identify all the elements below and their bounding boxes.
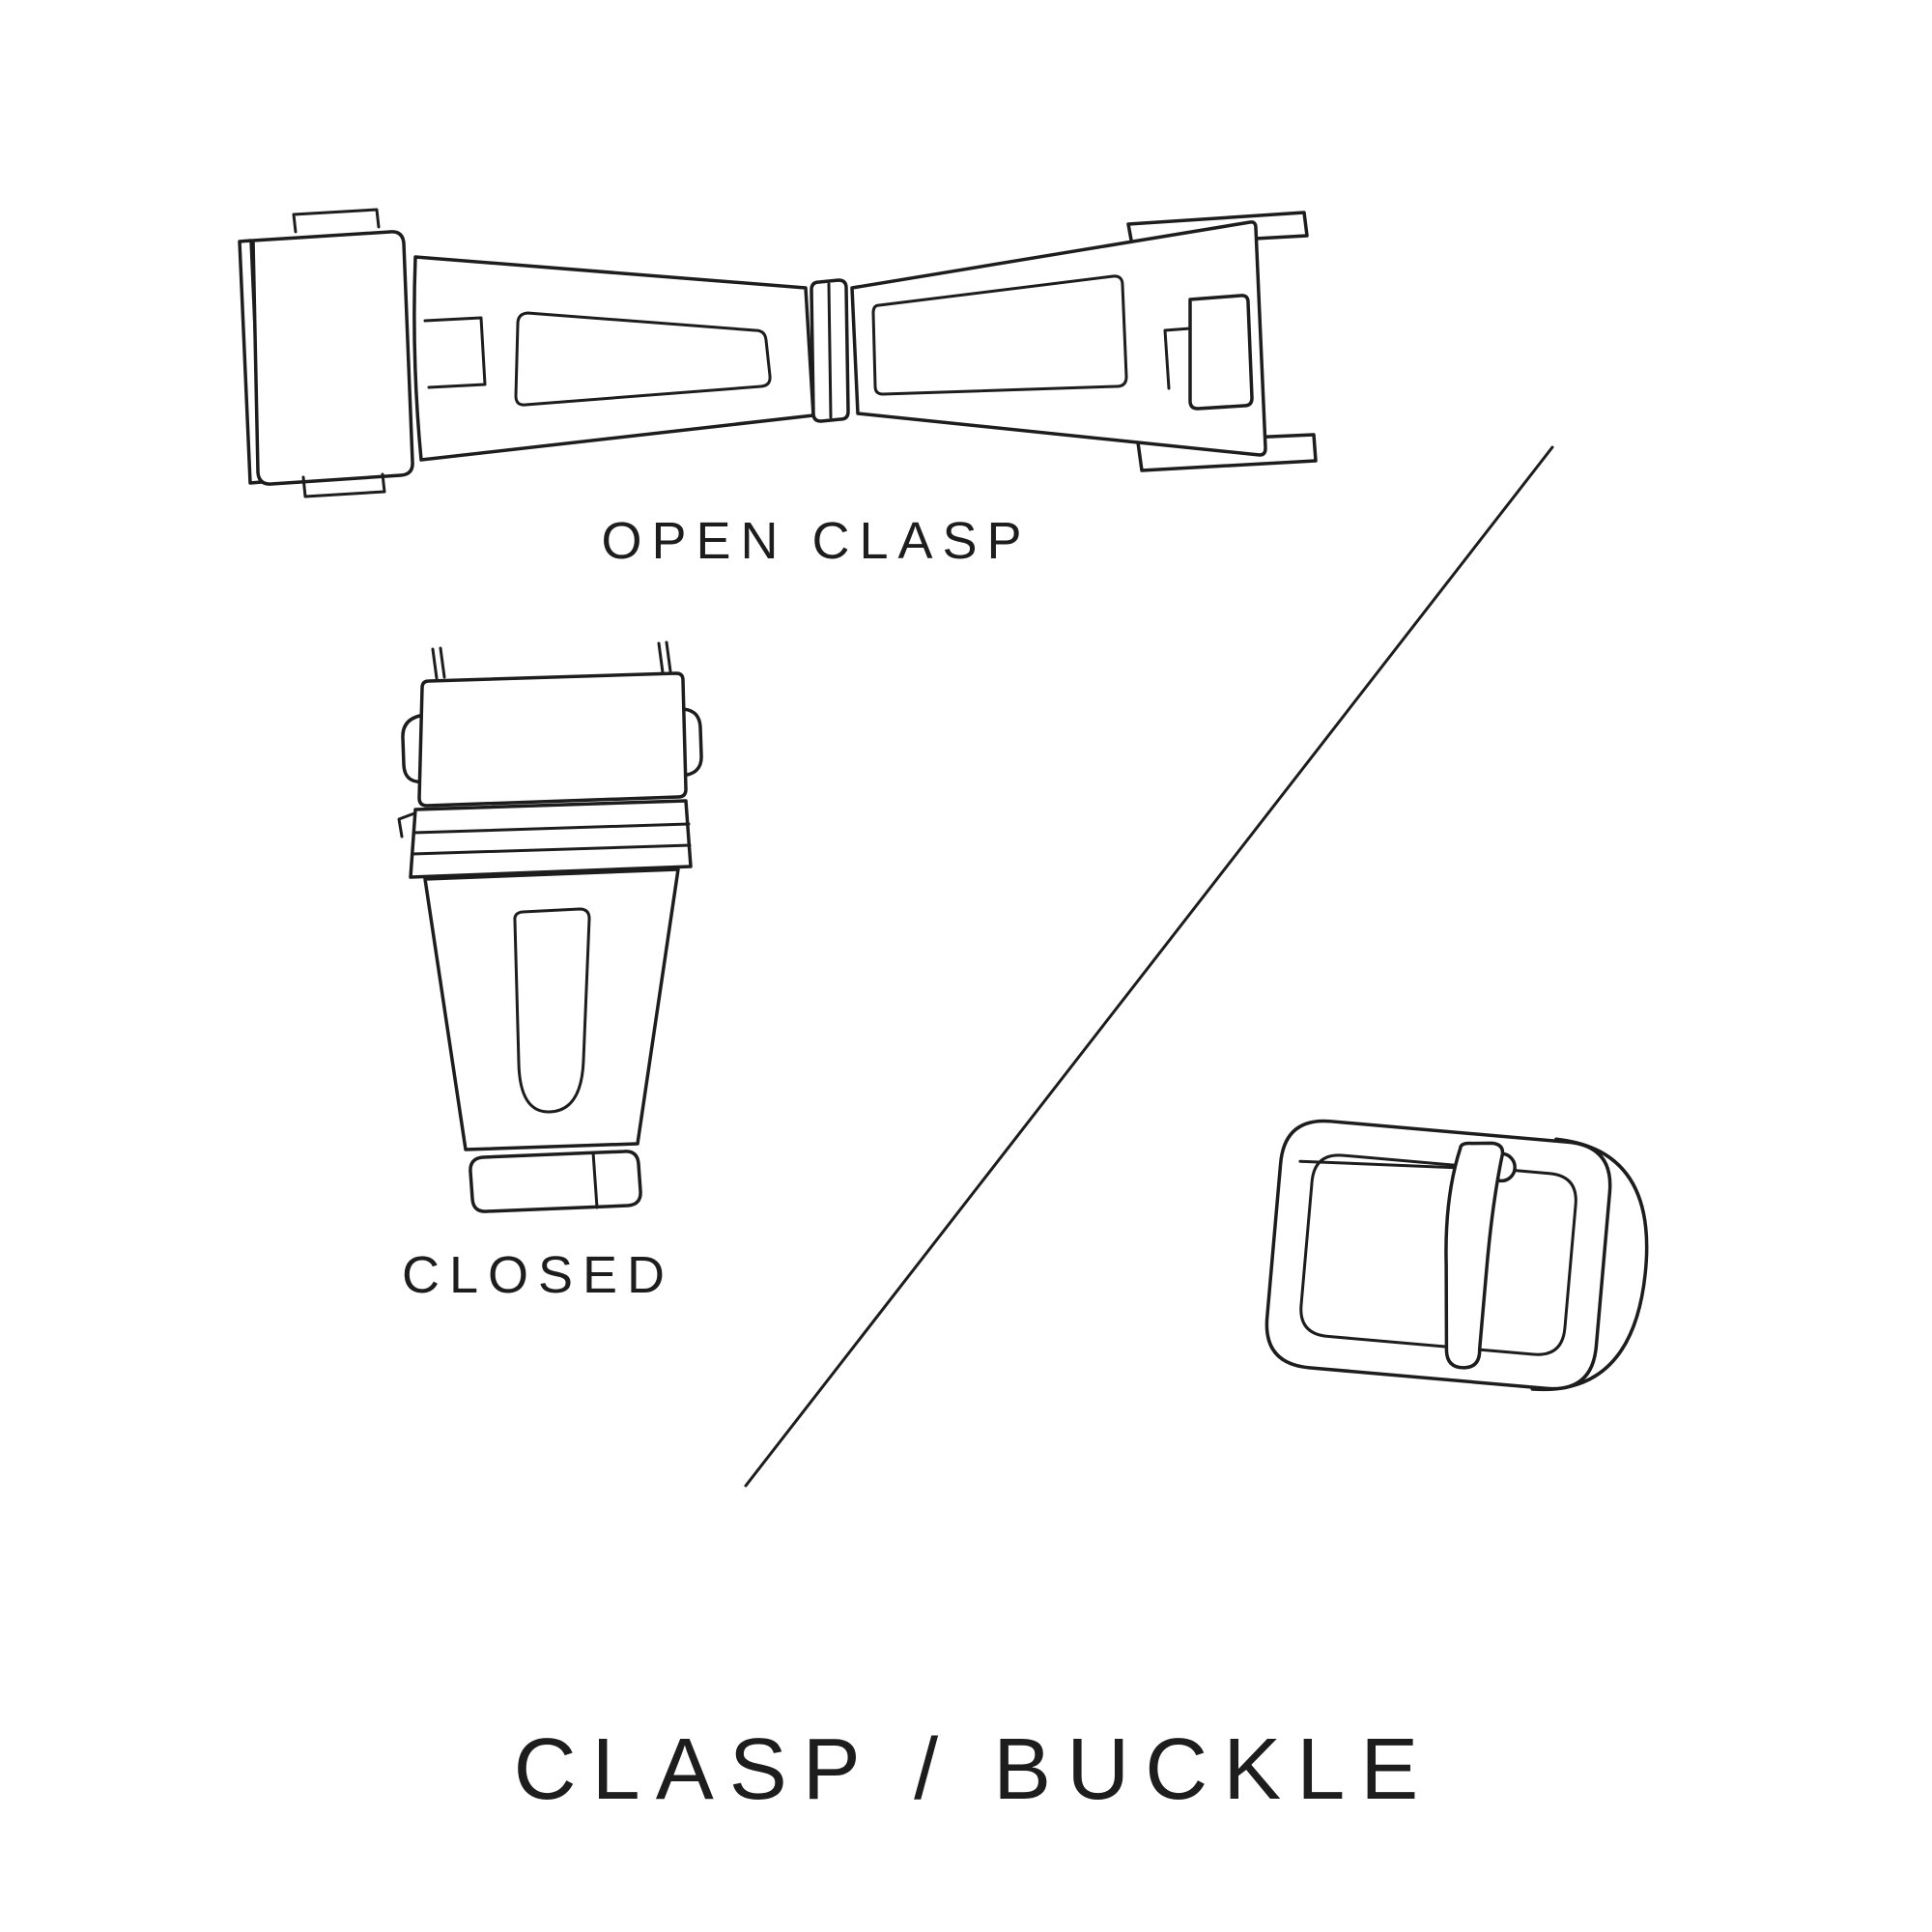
closed-label: CLOSED [402, 1246, 674, 1304]
open-clasp-illustration [238, 208, 1318, 498]
tang-buckle-illustration [1264, 1119, 1649, 1392]
closed-clasp-illustration [397, 640, 703, 1213]
page-title: CLASP / BUCKLE [514, 1721, 1435, 1818]
open-clasp-label: OPEN CLASP [601, 512, 1031, 570]
divider-line [744, 445, 1554, 1488]
